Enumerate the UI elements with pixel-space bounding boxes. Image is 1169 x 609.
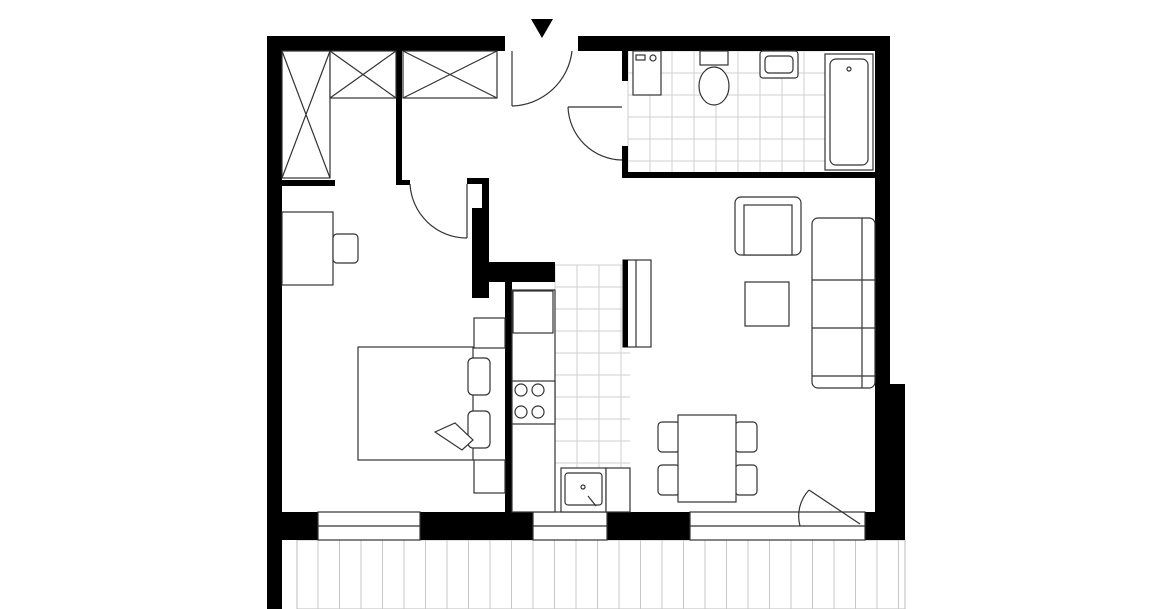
tile-grids <box>554 50 825 468</box>
entry-door[interactable] <box>511 50 573 107</box>
walls <box>267 36 905 609</box>
bathroom-door[interactable] <box>567 106 623 161</box>
bed <box>357 317 506 494</box>
kitchen <box>511 289 631 513</box>
windows <box>317 511 866 541</box>
balcony-door[interactable] <box>798 489 861 527</box>
dining-set <box>657 414 758 503</box>
wardrobes <box>281 50 498 179</box>
living-room <box>734 196 876 389</box>
bathroom-fixtures <box>632 50 874 171</box>
burner-icon <box>531 405 545 419</box>
entrance-marker-icon <box>531 19 553 38</box>
burner-icon <box>514 383 528 397</box>
desk <box>281 211 359 286</box>
burner-icon <box>531 383 545 397</box>
tv-unit <box>622 259 652 348</box>
doors <box>409 50 861 527</box>
burner-icon <box>514 405 528 419</box>
bedroom-door[interactable] <box>409 183 468 239</box>
balcony <box>296 539 906 609</box>
